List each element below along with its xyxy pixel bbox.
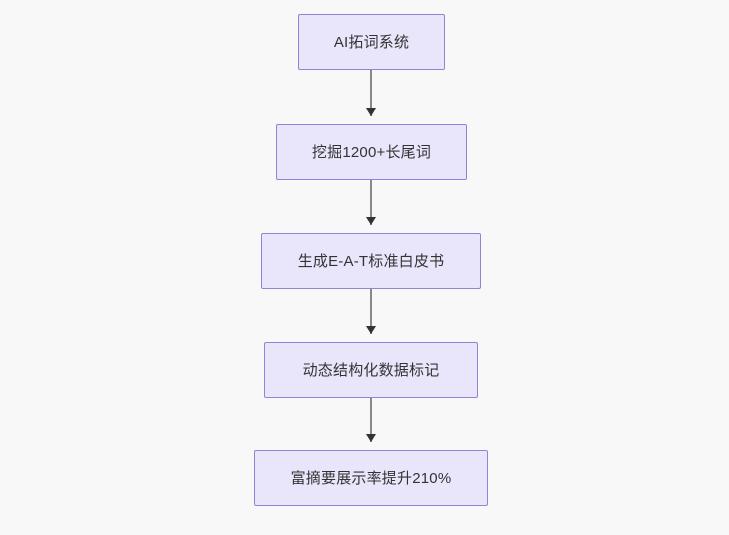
- flow-node-n2[interactable]: 挖掘1200+长尾词: [276, 124, 467, 180]
- edge-line: [370, 289, 372, 334]
- edge-line: [370, 180, 372, 225]
- flow-node-label: 富摘要展示率提升210%: [290, 469, 452, 487]
- flow-node-label: 动态结构化数据标记: [302, 361, 440, 379]
- edge-arrowhead-icon: [366, 217, 376, 225]
- edge-arrowhead-icon: [366, 108, 376, 116]
- edge-line: [370, 70, 372, 116]
- flow-node-n3[interactable]: 生成E-A-T标准白皮书: [261, 233, 481, 289]
- flow-node-label: AI拓词系统: [333, 33, 410, 51]
- flow-node-n5[interactable]: 富摘要展示率提升210%: [254, 450, 488, 506]
- flow-node-label: 生成E-A-T标准白皮书: [297, 252, 445, 270]
- edge-arrowhead-icon: [366, 434, 376, 442]
- flow-node-n4[interactable]: 动态结构化数据标记: [264, 342, 478, 398]
- edge-arrowhead-icon: [366, 326, 376, 334]
- flow-node-label: 挖掘1200+长尾词: [311, 143, 432, 161]
- flow-node-n1[interactable]: AI拓词系统: [298, 14, 445, 70]
- edge-line: [370, 398, 372, 442]
